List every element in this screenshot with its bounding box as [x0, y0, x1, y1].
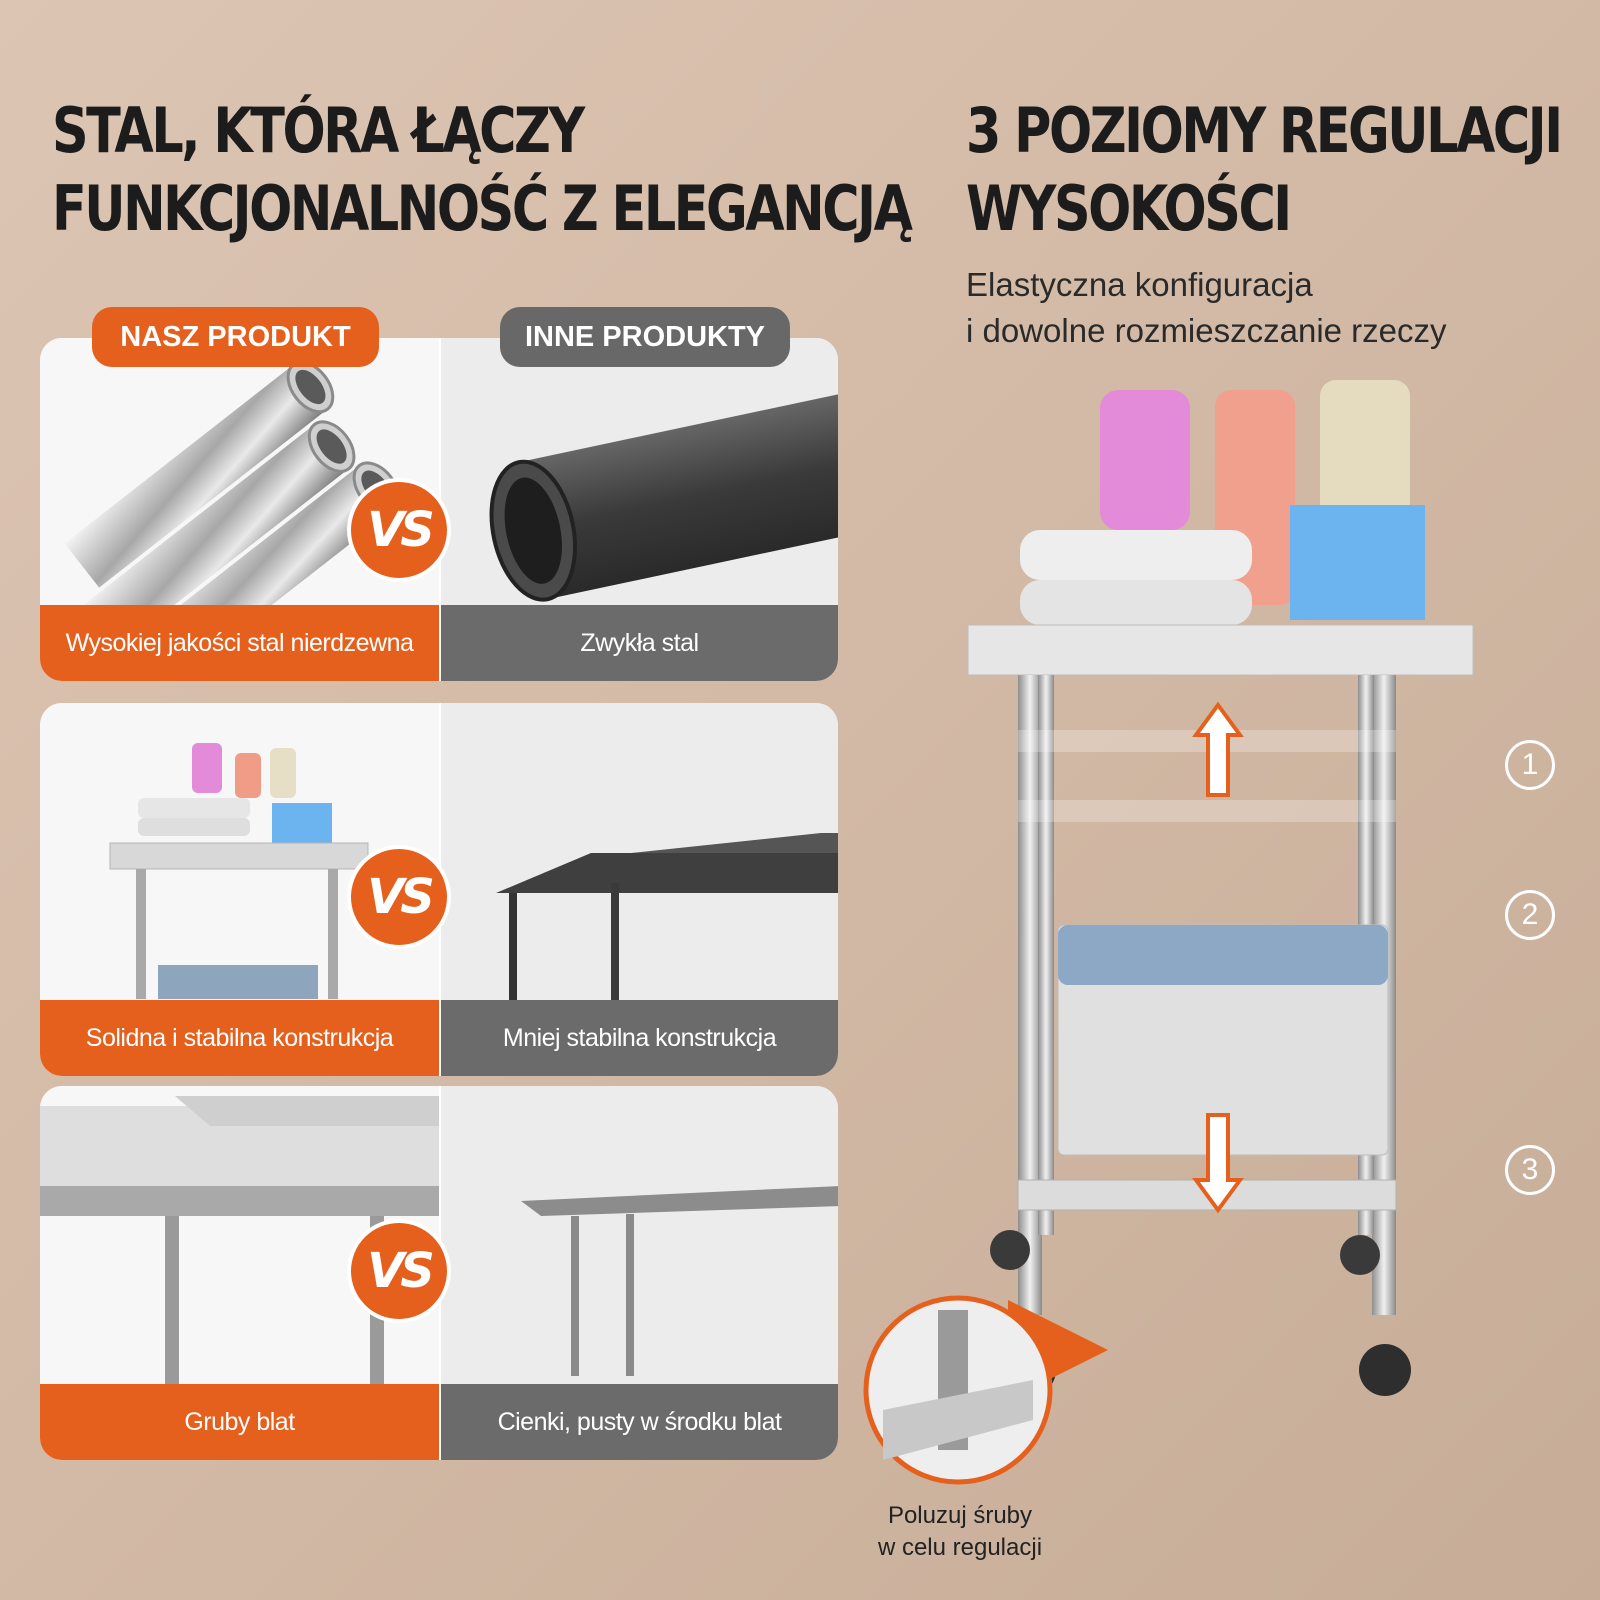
other-products-badge: INNE PRODUKTY	[500, 307, 790, 367]
adjustment-note: Poluzuj śruby w celu regulacji	[840, 1500, 1080, 1564]
left-title-line-2: FUNKCJONALNOŚĆ Z ELEGANCJĄ	[52, 172, 913, 245]
caption-regular-steel: Zwykła stal	[441, 605, 838, 681]
our-product-badge: NASZ PRODUKT	[92, 307, 379, 367]
comparison-card-tabletop: Gruby blat Cienki, pusty w środku blat	[40, 1086, 838, 1460]
thin-tabletop-image	[521, 1186, 838, 1376]
tabletop-ours-panel: Gruby blat	[40, 1086, 439, 1460]
subtitle-line-2: i dowolne rozmieszczanie rzeczy	[966, 312, 1447, 349]
left-title-line-1: STAL, KTÓRA ŁĄCZY	[52, 94, 585, 167]
caption-less-stable-construction: Mniej stabilna konstrukcja	[441, 1000, 838, 1076]
caption-stable-construction: Solidna i stabilna konstrukcja	[40, 1000, 439, 1076]
note-line-2: w celu regulacji	[877, 1534, 1043, 1561]
right-title-line-1: 3 POZIOMY REGULACJI	[966, 94, 1563, 167]
right-title: 3 POZIOMY REGULACJI WYSOKOŚCI	[966, 92, 1563, 248]
tabletop-others-panel: Cienki, pusty w środku blat	[439, 1086, 838, 1460]
comparison-card-construction: Solidna i stabilna konstrukcja Mniej sta…	[40, 703, 838, 1076]
level-3-marker: 3	[1505, 1145, 1555, 1195]
caption-stainless-steel: Wysokiej jakości stal nierdzewna	[40, 605, 439, 681]
level-1-marker: 1	[1505, 740, 1555, 790]
subtitle-line-1: Elastyczna konfiguracja	[966, 266, 1313, 303]
screw-detail-image	[863, 1295, 1108, 1485]
right-title-line-2: WYSOKOŚCI	[966, 172, 1292, 245]
left-title: STAL, KTÓRA ŁĄCZY FUNKCJONALNOŚĆ Z ELEGA…	[52, 92, 913, 248]
caption-thin-tabletop: Cienki, pusty w środku blat	[441, 1384, 838, 1460]
caption-thick-tabletop: Gruby blat	[40, 1384, 439, 1460]
vs-icon: VS	[347, 1219, 451, 1323]
vs-icon: VS	[347, 478, 451, 582]
thick-tabletop-image	[40, 1096, 439, 1386]
construction-others-panel: Mniej stabilna konstrukcja	[439, 703, 838, 1076]
stable-table-image	[109, 743, 369, 999]
adjustable-table-image	[967, 380, 1474, 1396]
up-arrow-icon	[1192, 701, 1244, 797]
down-arrow-icon	[1192, 1113, 1244, 1214]
level-2-marker: 2	[1505, 890, 1555, 940]
steel-others-panel: Zwykła stal	[439, 338, 838, 681]
comparison-card-steel: Wysokiej jakości stal nierdzewna Zwykła …	[40, 338, 838, 681]
unstable-table-image	[496, 833, 838, 1003]
rusty-pipe-image	[489, 391, 838, 602]
subtitle: Elastyczna konfiguracja i dowolne rozmie…	[966, 262, 1447, 354]
note-line-1: Poluzuj śruby	[887, 1502, 1033, 1529]
vs-icon: VS	[347, 845, 451, 949]
